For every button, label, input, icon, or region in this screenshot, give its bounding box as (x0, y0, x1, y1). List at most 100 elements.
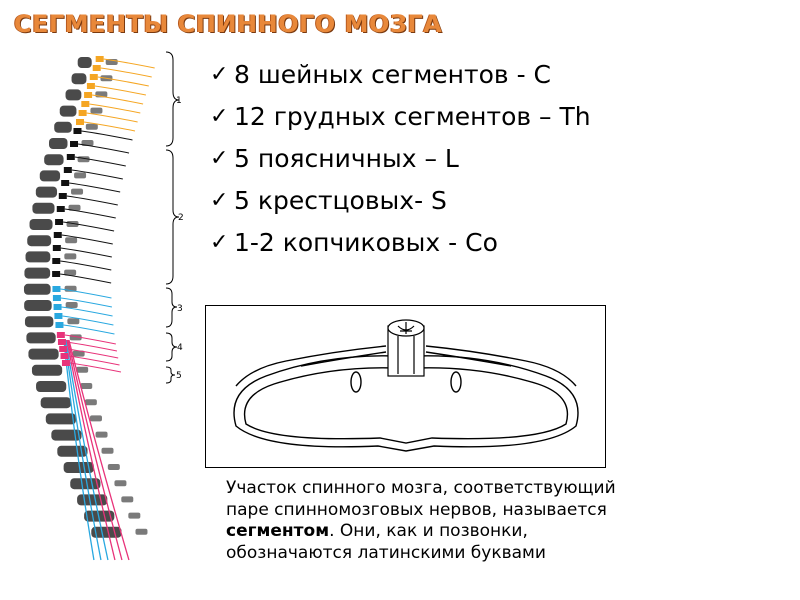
vertebra-body (54, 121, 72, 133)
nerve-root (97, 76, 149, 87)
vertebra-process (64, 269, 77, 276)
cord-segment (56, 206, 65, 212)
vertebra-process (85, 123, 98, 130)
nerve-root (60, 288, 112, 299)
vertebra-process (128, 512, 141, 519)
vertebra-body (65, 89, 82, 101)
vertebra-body (77, 494, 108, 506)
cord-segment (53, 232, 62, 238)
vertebra-process (65, 302, 78, 308)
nerve-root (69, 182, 121, 193)
vertebra-process (65, 237, 78, 244)
cord-segment (52, 271, 61, 277)
vertebra-body (49, 138, 68, 149)
checkmark-icon: ✓ (210, 146, 229, 171)
checkmark-icon: ✓ (210, 62, 229, 87)
region-label-4: 4 (177, 343, 183, 353)
ganglion-left (350, 371, 362, 393)
caption-bold-term: сегментом (226, 521, 330, 541)
segment-list: ✓8 шейных сегментов - С ✓12 грудных сегм… (210, 54, 591, 264)
segment-text: 5 поясничных – L (234, 144, 459, 173)
region-labels: 1 2 3 4 5 (176, 96, 184, 381)
segment-text: 8 шейных сегментов - С (234, 60, 551, 89)
nerve-root (64, 334, 116, 345)
vertebra-body (71, 73, 87, 85)
nerve-root (89, 103, 141, 114)
nerve-root (66, 195, 118, 206)
cord-segment (73, 128, 82, 134)
gray-matter (397, 322, 415, 334)
vertebra-body (77, 57, 92, 68)
vertebra-body (23, 283, 51, 295)
vertebra-process (67, 318, 80, 325)
nerve-root (83, 121, 136, 132)
segment-item-coccygeal: ✓1-2 копчиковых - Co (210, 222, 591, 264)
region-label-5: 5 (176, 371, 182, 381)
nerve-left (235, 345, 387, 387)
vertebra-body (39, 170, 61, 182)
vertebra-body (35, 186, 58, 198)
segment-item-lumbar: ✓5 поясничных – L (210, 138, 591, 180)
vertebra-process (84, 399, 97, 406)
vertebra-process (121, 496, 134, 503)
cord-segment (59, 346, 68, 352)
segment-item-sacral: ✓5 крестцовых- S (210, 180, 591, 222)
cord-segment (52, 258, 61, 264)
cauda-equina-fiber (65, 339, 109, 561)
cord-segment (52, 245, 61, 251)
nerve-root (81, 130, 133, 141)
nerve-root (103, 58, 155, 69)
vertebra-process (72, 350, 85, 357)
vertebra-process (80, 383, 93, 389)
cord-segment (57, 339, 66, 345)
nerve-root (61, 306, 113, 317)
vertebra-body (32, 202, 55, 214)
cord-segment (78, 110, 87, 116)
caption-text: Участок спинного мозга, соответствующий … (226, 478, 626, 564)
nerve-root (74, 156, 126, 167)
vertebra-body (40, 397, 71, 409)
cord-segment (55, 219, 64, 225)
nerve-root (77, 143, 130, 154)
vertebra-process (114, 480, 127, 487)
nerve-root (60, 297, 113, 308)
segment-item-thoracic: ✓12 грудных сегментов – Th (210, 96, 591, 138)
caption-part-2: . Они, как и позвонки, обозначаются лати… (226, 521, 546, 563)
bracket-lumbar (165, 287, 178, 328)
nerve-root (92, 94, 144, 105)
body-outline-inner (243, 367, 569, 444)
cord-segment (52, 286, 61, 292)
cord-segment (54, 313, 63, 319)
vertebra-body (36, 381, 67, 392)
vertebra-body (24, 300, 52, 311)
segment-item-cervical: ✓8 шейных сегментов - С (210, 54, 591, 96)
nerve-root (60, 247, 112, 258)
spinal-cord-segments (52, 56, 104, 366)
vertebra-body (24, 316, 54, 328)
region-label-1: 1 (176, 96, 182, 106)
vertebra-body (45, 413, 76, 425)
caption-part-1: Участок спинного мозга, соответствующий … (226, 478, 616, 520)
checkmark-icon: ✓ (210, 104, 229, 129)
cord-segment (66, 154, 75, 160)
vertebra-body (28, 348, 59, 360)
vertebra-body (51, 429, 82, 441)
region-brackets (165, 51, 180, 384)
nerve-right (425, 345, 577, 387)
cauda-equina-fiber (68, 339, 130, 561)
nerve-root (60, 273, 112, 284)
vertebra-body (63, 462, 94, 473)
segment-text: 1-2 копчиковых - Co (234, 228, 498, 257)
spinal-segment-cross-section (233, 319, 579, 452)
cord-segment (76, 119, 85, 125)
spinal-nerves-group (60, 58, 155, 561)
vertebra-body (24, 267, 51, 279)
nerve-root (63, 221, 115, 232)
nerve-root (60, 260, 112, 271)
vertebra-body (29, 219, 53, 230)
nerve-right-2 (425, 351, 512, 367)
nerve-root (100, 67, 152, 78)
vertebra-process (135, 528, 148, 535)
vertebra-process (107, 464, 120, 470)
slide-title: СЕГМЕНТЫ СПИННОГО МОЗГА (14, 10, 443, 38)
